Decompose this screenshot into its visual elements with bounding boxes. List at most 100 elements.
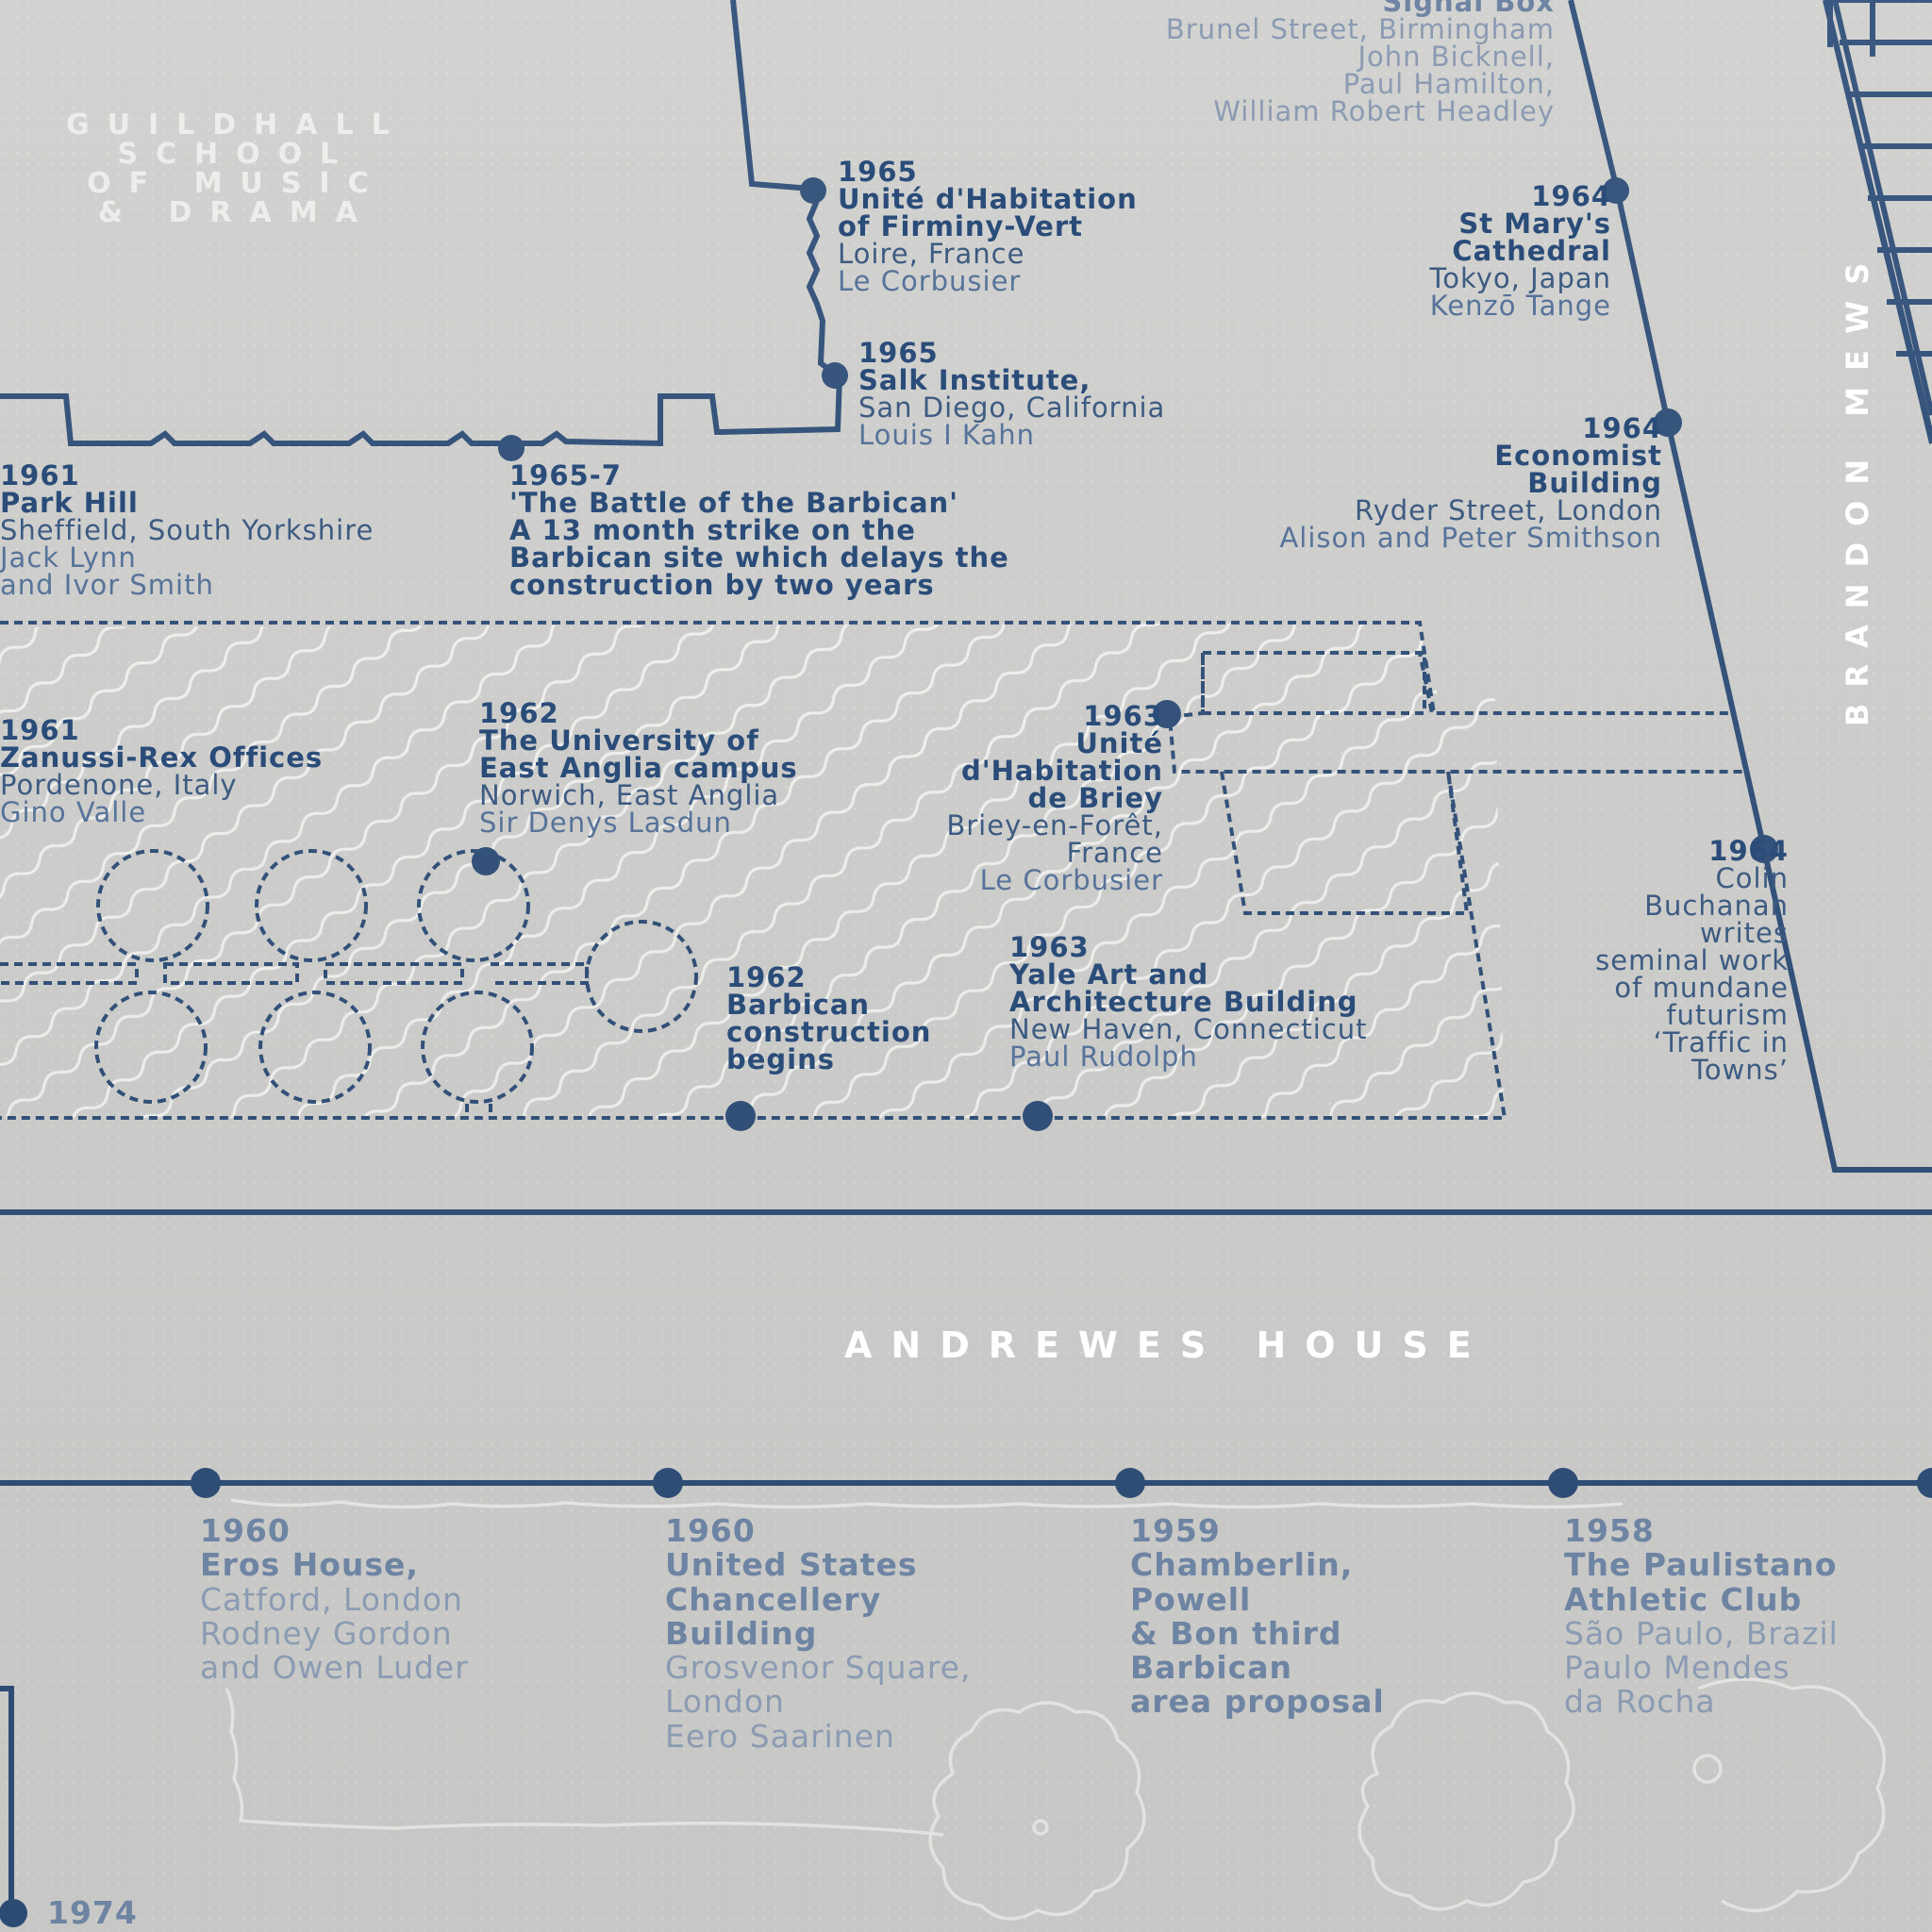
entry-battle-barbican: 1965-7 'The Battle of the Barbican' A 13…	[509, 462, 1009, 599]
entry-location: Sheffield, South Yorkshire	[0, 514, 375, 546]
brandon-mews-label: BRANDON MEWS	[1840, 246, 1875, 726]
entry-location: New Haven, Connecticut	[1009, 1013, 1368, 1045]
entry-location: Grosvenor Square,	[665, 1649, 972, 1687]
entry-text: ‘Traffic in	[1653, 1026, 1789, 1058]
entry-architect: Le Corbusier	[838, 265, 1022, 297]
entry-architect: Paul Rudolph	[1009, 1041, 1198, 1073]
entry-title: Cathedral	[1452, 235, 1611, 267]
entry-zanussi: 1961 Zanussi-Rex Offices Pordenone, Ital…	[0, 717, 323, 826]
entry-title: Architecture Building	[1009, 986, 1358, 1018]
entry-title: Eros House,	[200, 1546, 419, 1584]
entry-title: A 13 month strike on the	[509, 514, 916, 546]
andrewes-house-label: ANDREWES HOUSE	[844, 1324, 1491, 1366]
entry-title: Powell	[1130, 1580, 1252, 1618]
entry-location: Tokyo, Japan	[1429, 262, 1611, 294]
entry-park-hill: 1961 Park Hill Sheffield, South Yorkshir…	[0, 462, 374, 599]
entry-title: Salk Institute,	[858, 364, 1091, 396]
entry-title: Building	[1527, 467, 1662, 499]
entry-title: de Briey	[1027, 782, 1163, 814]
entry-us-chancellery: 1960 United States Chancellery Building …	[665, 1512, 972, 1754]
entry-year: 1963	[1083, 700, 1163, 732]
entry-briey: 1963 Unité d'Habitation de Briey Briey-e…	[946, 703, 1163, 894]
entry-location: Ryder Street, London	[1355, 494, 1662, 526]
entry-year: 1958	[1564, 1512, 1655, 1549]
entry-title: Chamberlin,	[1130, 1546, 1354, 1584]
entry-year: 1962	[726, 961, 807, 993]
entry-architect: Paulo Mendes	[1564, 1649, 1790, 1687]
entry-year: 1965-7	[509, 459, 622, 491]
entry-title: Economist	[1494, 440, 1662, 472]
entry-economist: 1964 Economist Building Ryder Street, Lo…	[1279, 415, 1662, 552]
entry-title: United States	[665, 1546, 918, 1584]
entry-architect: Rodney Gordon	[200, 1614, 453, 1652]
guildhall-label: GUILDHALL SCHOOL OF MUSIC & DRAMA	[66, 108, 408, 229]
entry-yale: 1963 Yale Art and Architecture Building …	[1009, 934, 1368, 1071]
entry-paulistano: 1958 The Paulistano Athletic Club São Pa…	[1564, 1512, 1839, 1721]
entry-cpb-proposal: 1959 Chamberlin, Powell & Bon third Barb…	[1130, 1512, 1385, 1721]
entry-title: d'Habitation	[961, 755, 1163, 787]
entry-title: Yale Art and	[1009, 958, 1209, 991]
entry-barbican-begins: 1962 Barbican construction begins	[726, 964, 931, 1074]
entry-location: Loire, France	[838, 238, 1025, 270]
entry-text: seminal work	[1595, 944, 1789, 976]
entry-title: construction by two years	[509, 569, 935, 601]
entry-year: 1959	[1130, 1512, 1221, 1549]
entry-text: of mundane	[1614, 972, 1789, 1004]
entry-text: futurism	[1666, 999, 1789, 1031]
entry-text: writes	[1699, 917, 1789, 949]
entry-firminy: 1965 Unité d'Habitation of Firminy-Vert …	[838, 158, 1138, 295]
entry-architect: John Bicknell,	[1357, 41, 1555, 73]
entry-year: 1961	[0, 714, 80, 746]
entry-title: Building	[665, 1614, 818, 1652]
entry-architect: Louis I Kahn	[858, 419, 1035, 451]
entry-1974: 1974	[47, 1894, 138, 1931]
entry-text: Colin	[1715, 862, 1789, 894]
entry-title: construction	[726, 1016, 932, 1048]
entry-title: The Paulistano	[1564, 1546, 1838, 1584]
guildhall-line-4: & DRAMA	[97, 195, 375, 229]
entry-title: Zanussi-Rex Offices	[0, 741, 324, 774]
entry-title: of Firminy-Vert	[838, 210, 1084, 242]
entry-location: Brunel Street, Birmingham	[1165, 13, 1555, 45]
guildhall-line-1: GUILDHALL	[66, 108, 408, 142]
entry-text: Buchanan	[1644, 890, 1789, 922]
entry-architect: Jack Lynn	[0, 541, 137, 574]
entry-location: France	[1066, 837, 1163, 869]
entry-title: Chancellery	[665, 1580, 882, 1618]
entry-year: 1960	[665, 1512, 756, 1549]
entry-uea: 1962 The University of East Anglia campu…	[479, 700, 798, 837]
entry-location: Pordenone, Italy	[0, 769, 238, 801]
entry-location: Norwich, East Anglia	[479, 779, 780, 811]
entry-location: London	[665, 1683, 785, 1721]
entry-architect: Kenzō Tange	[1429, 290, 1611, 322]
entry-title: 'The Battle of the Barbican'	[509, 487, 959, 519]
entry-location: São Paulo, Brazil	[1564, 1614, 1839, 1652]
entry-salk: 1965 Salk Institute, San Diego, Californ…	[858, 340, 1165, 449]
entry-title: The University of	[479, 724, 759, 757]
entry-title: Signal Box	[1382, 0, 1555, 18]
entry-title: begins	[726, 1043, 836, 1075]
entry-year: 1961	[0, 459, 80, 491]
entry-year: 1974	[47, 1894, 138, 1931]
guildhall-line-2: SCHOOL	[117, 137, 357, 171]
entry-year: 1965	[858, 337, 939, 369]
entry-title: & Bon third	[1130, 1614, 1342, 1652]
entry-architect: da Rocha	[1564, 1683, 1716, 1721]
entry-architect: Paul Hamilton,	[1342, 68, 1555, 100]
entry-buchanan: 1964 Colin Buchanan writes seminal work …	[1595, 838, 1789, 1084]
entry-architect: and Owen Luder	[200, 1649, 469, 1687]
entry-year: 1962	[479, 697, 559, 729]
entry-location: Briey-en-Forêt,	[946, 809, 1163, 841]
entry-architect: Alison and Peter Smithson	[1279, 522, 1662, 554]
entry-year: 1960	[200, 1512, 291, 1549]
entry-st-marys: 1964 St Mary's Cathedral Tokyo, Japan Ke…	[1429, 183, 1611, 320]
entry-title: Athletic Club	[1564, 1580, 1803, 1618]
entry-title: East Anglia campus	[479, 752, 798, 784]
entry-title: Unité	[1075, 727, 1163, 759]
guildhall-line-3: OF MUSIC	[87, 166, 387, 200]
entry-architect: and Ivor Smith	[0, 569, 214, 601]
entry-title: area proposal	[1130, 1683, 1385, 1721]
entry-signal-box: Signal Box Brunel Street, Birmingham Joh…	[1166, 0, 1555, 125]
